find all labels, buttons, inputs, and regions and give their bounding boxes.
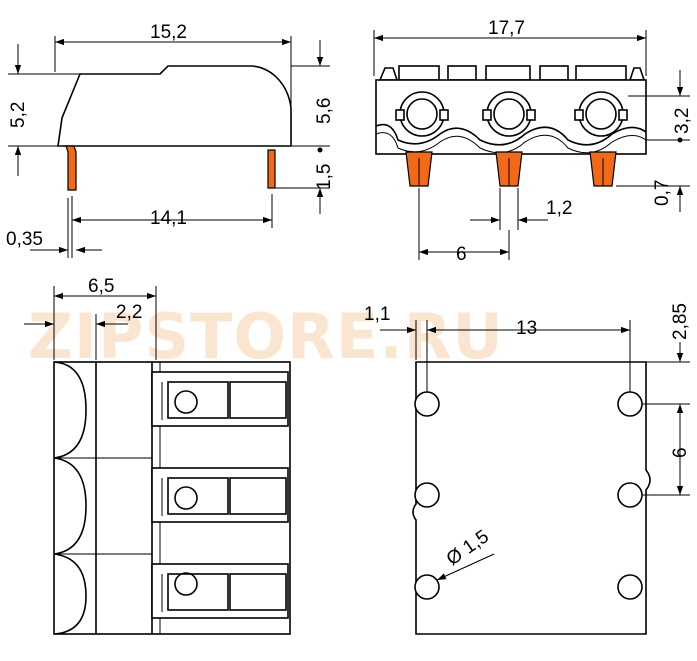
- dim-hole-offset-text: 3,2: [672, 108, 693, 134]
- dim-pin-width-text: 1,2: [546, 198, 572, 219]
- pcb-hole-1: [414, 391, 440, 417]
- dim-height-left-text: 5,2: [8, 102, 29, 128]
- pcb-hole-2: [617, 391, 643, 417]
- watermark: ZIPSTORE.RU: [28, 300, 504, 373]
- pcb-outline: [412, 361, 651, 635]
- pcb-hole-3: [414, 482, 440, 508]
- front-wire-entry-1: [395, 91, 449, 137]
- pcb-hole-5: [414, 574, 440, 600]
- pcb-hole-4: [617, 482, 643, 508]
- pcb-layout: [412, 361, 651, 635]
- dim-height-right-text: 5,6: [314, 98, 335, 124]
- front-view-dimensions: [373, 30, 690, 260]
- top-clamp-1: [151, 371, 289, 427]
- dim-depth-text: 6,5: [88, 276, 114, 297]
- dim-width-text: 17,7: [488, 18, 525, 39]
- dim-edge-offset-text: 1,1: [364, 304, 390, 325]
- dim-row-distance-text: 13: [516, 318, 537, 339]
- dim-length-text: 15,2: [150, 22, 187, 43]
- front-view: [375, 65, 647, 187]
- dim-pin-length-text: 1,5: [314, 164, 335, 190]
- top-view-dimensions: [24, 286, 157, 360]
- side-left-pin: [65, 145, 77, 191]
- dim-vertical-pitch-text: 6: [670, 447, 691, 458]
- top-clamp-3: [151, 563, 289, 619]
- dim-pin-pitch-text: 14,1: [150, 208, 187, 229]
- top-view: [53, 361, 291, 635]
- top-clamp-2: [151, 467, 289, 523]
- dim-pin-thickness-text: 0,35: [6, 229, 43, 250]
- dim-pin-tip-text: 0,7: [652, 180, 673, 206]
- dim-pitch-text: 6: [456, 244, 467, 265]
- pcb-hole-6: [617, 574, 643, 600]
- side-right-pin: [267, 149, 276, 189]
- side-body-outline: [57, 65, 292, 147]
- side-view-dimensions: [8, 36, 330, 258]
- side-view: [57, 65, 292, 191]
- pcb-dimensions: [380, 320, 690, 581]
- dim-top-offset-text: 2,85: [670, 303, 691, 340]
- dim-button-offset-text: 2,2: [116, 302, 142, 323]
- front-wire-entry-2: [482, 91, 536, 137]
- front-wire-entry-3: [574, 91, 628, 137]
